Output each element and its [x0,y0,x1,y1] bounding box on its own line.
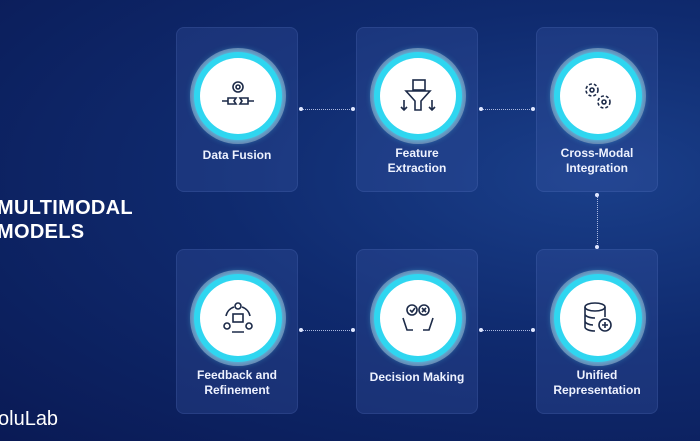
step-label: Data Fusion [202,148,272,162]
database-icon [560,280,636,356]
connector [300,330,354,331]
step-label: Decision Making [369,370,465,384]
title-line: MODELS [0,221,85,243]
step-card-data-fusion: Data Fusion [176,27,298,192]
funnel-icon [380,58,456,134]
connector [480,109,534,110]
title-line: MULTIMODAL [0,197,133,219]
connector [480,330,534,331]
brand-logo-text: oluLab [0,408,59,430]
data-fusion-icon [200,58,276,134]
gears-icon [560,58,636,134]
step-card-decision-making: Decision Making [356,249,478,414]
connector [300,109,354,110]
team-feedback-icon [200,280,276,356]
connector [597,194,598,248]
decision-hands-icon [380,280,456,356]
